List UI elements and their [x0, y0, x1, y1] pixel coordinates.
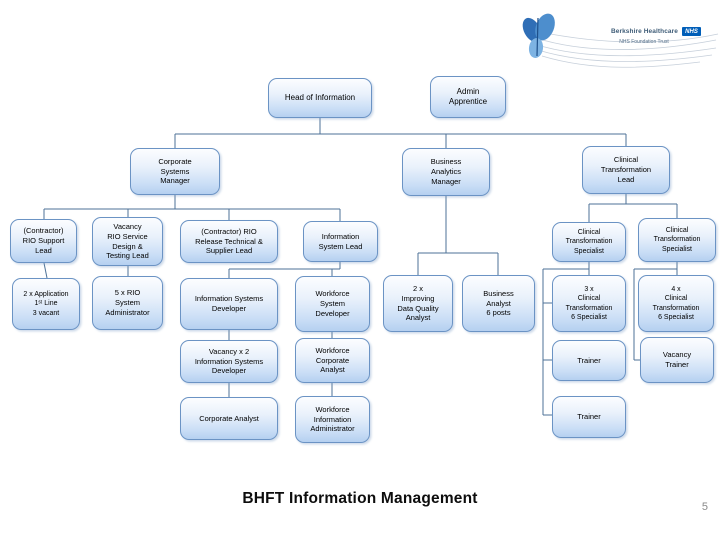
org-node-business-analytics-manager: Business Analytics Manager — [402, 148, 490, 196]
org-node-information-systems-developer: Information Systems Developer — [180, 278, 278, 330]
org-node-corporate-systems-manager: Corporate Systems Manager — [130, 148, 220, 195]
org-node-trainer-2: Trainer — [552, 396, 626, 438]
org-node-head-of-information: Head of Information — [268, 78, 372, 118]
logo-tagline: NHS Foundation Trust — [619, 39, 669, 45]
org-node-workforce-corporate-analyst: Workforce Corporate Analyst — [295, 338, 370, 383]
butterfly-logo-icon — [522, 13, 555, 58]
org-node-business-analyst: Business Analyst 6 posts — [462, 275, 535, 332]
org-node-corporate-analyst: Corporate Analyst — [180, 397, 278, 440]
org-node-vacancy-information-systems-developer: Vacancy x 2 Information Systems Develope… — [180, 340, 278, 383]
org-node-trainer-1: Trainer — [552, 340, 626, 381]
org-node-application-first-line: 2 x Application 1ˢᵗ Line 3 vacant — [12, 278, 80, 330]
org-node-vacancy-rio-service-lead: Vacancy RIO Service Design & Testing Lea… — [92, 217, 163, 266]
swoosh-decoration — [533, 31, 719, 68]
org-node-contractor-rio-support-lead: (Contractor) RIO Support Lead — [10, 219, 77, 263]
org-node-clinical-transformation-specialist-1: Clinical Transformation Specialist — [552, 222, 626, 262]
nhs-logo: NHS — [682, 27, 701, 36]
org-node-information-system-lead: Information System Lead — [303, 221, 378, 262]
logo-org-name: Berkshire Healthcare — [610, 28, 678, 35]
org-node-vacancy-trainer: Vacancy Trainer — [640, 337, 714, 383]
page-number: 5 — [701, 501, 708, 513]
org-node-improving-data-quality-analyst: 2 x Improving Data Quality Analyst — [383, 275, 453, 332]
org-node-clinical-transformation-specialist-4x: 4 x Clinical Transformation 6 Specialist — [638, 275, 714, 332]
slide-title: BHFT Information Management — [242, 490, 478, 507]
org-node-rio-system-administrator: 5 x RIO System Administrator — [92, 276, 163, 330]
org-node-clinical-transformation-lead: Clinical Transformation Lead — [582, 146, 670, 194]
org-node-admin-apprentice: Admin Apprentice — [430, 76, 506, 118]
org-node-clinical-transformation-specialist-2: Clinical Transformation Specialist — [638, 218, 716, 262]
org-node-contractor-rio-release-lead: (Contractor) RIO Release Technical & Sup… — [180, 220, 278, 263]
org-node-workforce-system-developer: Workforce System Developer — [295, 276, 370, 332]
org-node-workforce-information-administrator: Workforce Information Administrator — [295, 396, 370, 443]
org-node-clinical-transformation-specialist-3x: 3 x Clinical Transformation 6 Specialist — [552, 275, 626, 332]
